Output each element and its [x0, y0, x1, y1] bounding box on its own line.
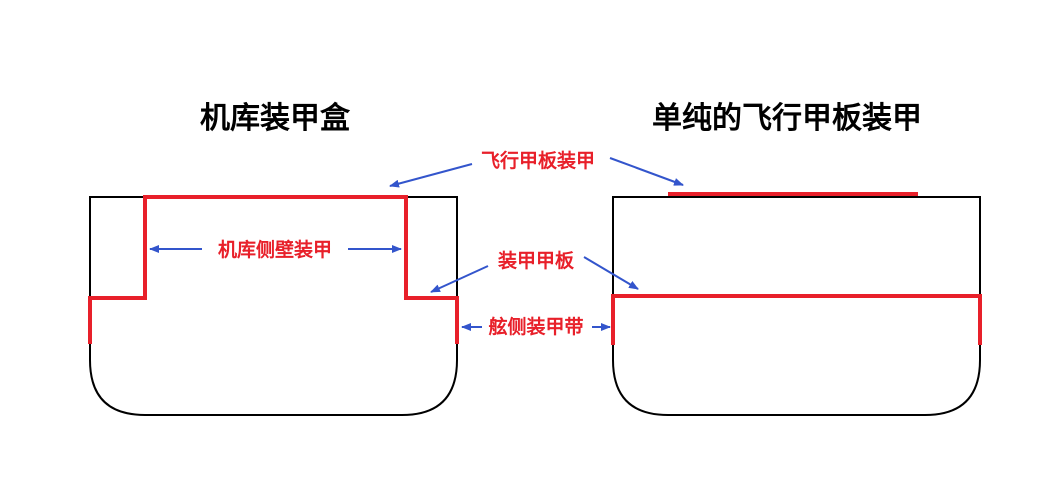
label-belt-armor: 舷侧装甲带	[488, 315, 583, 338]
right-ship	[611, 192, 982, 416]
left-belt-armor	[88, 296, 459, 344]
left-hangar-box-armor	[143, 195, 408, 300]
label-hangar-side-armor: 机库侧壁装甲	[218, 238, 332, 261]
arrow-flight-deck-right	[609, 157, 684, 186]
label-armor-deck: 装甲甲板	[497, 249, 575, 272]
arrow-armor-deck-right	[583, 256, 639, 290]
right-hull-outline	[612, 196, 981, 416]
title-hangar-armor-box: 机库装甲盒	[200, 101, 351, 136]
left-hull-outline	[89, 196, 458, 416]
title-flight-deck-armor-only: 单纯的飞行甲板装甲	[652, 101, 922, 136]
left-ship	[88, 195, 459, 416]
callout-arrows	[149, 157, 684, 331]
label-flight-deck-armor: 飞行甲板装甲	[481, 149, 595, 172]
right-belt-armor	[611, 294, 982, 345]
arrow-armor-deck-left	[430, 265, 489, 293]
arrow-flight-deck-left	[389, 163, 473, 188]
